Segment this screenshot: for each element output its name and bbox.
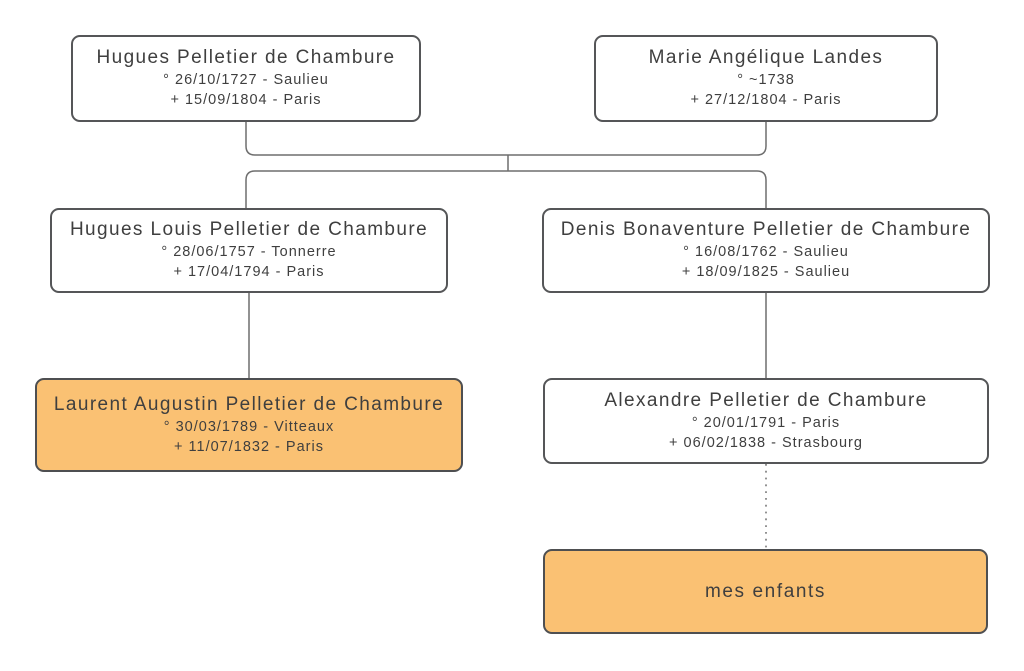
person-card-laurent-augustin[interactable]: Laurent Augustin Pelletier de Chambure °…: [35, 378, 463, 472]
person-card-marie-angelique-landes[interactable]: Marie Angélique Landes ° ~1738 + 27/12/1…: [594, 35, 938, 122]
birth-line: ° 28/06/1757 - Tonnerre: [161, 244, 337, 261]
person-card-denis-bonaventure[interactable]: Denis Bonaventure Pelletier de Chambure …: [542, 208, 990, 293]
placeholder-label: mes enfants: [704, 580, 827, 602]
placeholder-card-mes-enfants[interactable]: mes enfants: [543, 549, 988, 634]
birth-line: ° 26/10/1727 - Saulieu: [163, 72, 329, 89]
birth-line: ° 30/03/1789 - Vitteaux: [163, 418, 335, 435]
birth-line: ° 16/08/1762 - Saulieu: [683, 244, 849, 261]
person-name: Marie Angélique Landes: [648, 47, 884, 69]
person-name: Alexandre Pelletier de Chambure: [604, 389, 928, 411]
person-name: Denis Bonaventure Pelletier de Chambure: [560, 219, 972, 241]
person-name: Hugues Pelletier de Chambure: [96, 47, 396, 69]
person-card-alexandre-pelletier[interactable]: Alexandre Pelletier de Chambure ° 20/01/…: [543, 378, 989, 464]
death-line: + 18/09/1825 - Saulieu: [681, 264, 851, 281]
person-card-hugues-louis-pelletier[interactable]: Hugues Louis Pelletier de Chambure ° 28/…: [50, 208, 448, 293]
death-line: + 15/09/1804 - Paris: [170, 92, 322, 109]
couple-rail-line: [245, 122, 767, 156]
death-line: + 06/02/1838 - Strasbourg: [669, 434, 863, 451]
person-card-hugues-pelletier[interactable]: Hugues Pelletier de Chambure ° 26/10/172…: [71, 35, 421, 122]
death-line: + 17/04/1794 - Paris: [173, 264, 325, 281]
death-line: + 11/07/1832 - Paris: [174, 438, 324, 455]
person-name: Laurent Augustin Pelletier de Chambure: [53, 393, 445, 415]
birth-line: ° ~1738: [737, 72, 795, 89]
person-name: Hugues Louis Pelletier de Chambure: [69, 219, 429, 241]
birth-line: ° 20/01/1791 - Paris: [691, 414, 841, 431]
death-line: + 27/12/1804 - Paris: [690, 92, 842, 109]
children-rail-line: [245, 170, 767, 208]
